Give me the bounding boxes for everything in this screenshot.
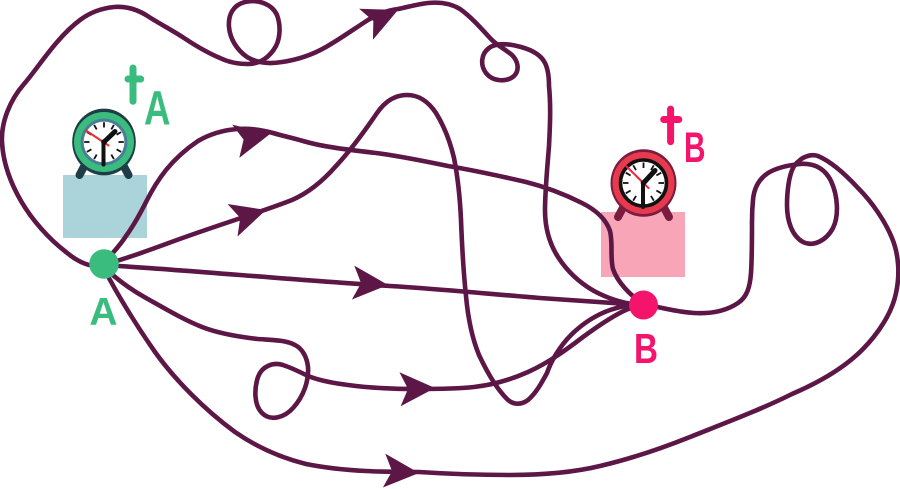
svg-text:A: A — [89, 291, 117, 334]
svg-text:A: A — [144, 83, 171, 136]
svg-text:B: B — [684, 125, 706, 172]
svg-text:B: B — [634, 325, 658, 372]
